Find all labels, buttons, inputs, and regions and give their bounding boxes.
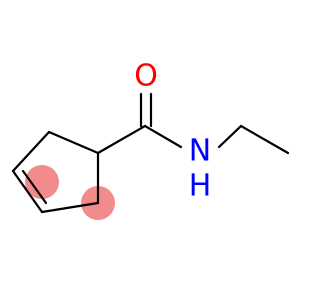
bond-ring-to-carbonyl: [96, 124, 147, 155]
highlight-atom-1: [25, 165, 59, 199]
bond-ring-double-inner: [21, 169, 48, 205]
bond-ring-left: [11, 130, 51, 173]
hydrogen-label: H: [189, 169, 212, 204]
bond-ring-top-left: [47, 130, 100, 155]
oxygen-label: O: [134, 59, 158, 94]
bond-ring-bottom: [40, 201, 100, 214]
bond-nitrogen-to-ethyl: [217, 124, 243, 149]
bond-ring-double-outer: [11, 169, 44, 214]
structure-svg: O N H: [11, 59, 290, 220]
bond-carbonyl-to-nitrogen: [143, 124, 183, 149]
bond-ethyl: [239, 124, 290, 155]
molecule-diagram: O N H: [11, 58, 290, 220]
nitrogen-label: N: [189, 134, 211, 169]
